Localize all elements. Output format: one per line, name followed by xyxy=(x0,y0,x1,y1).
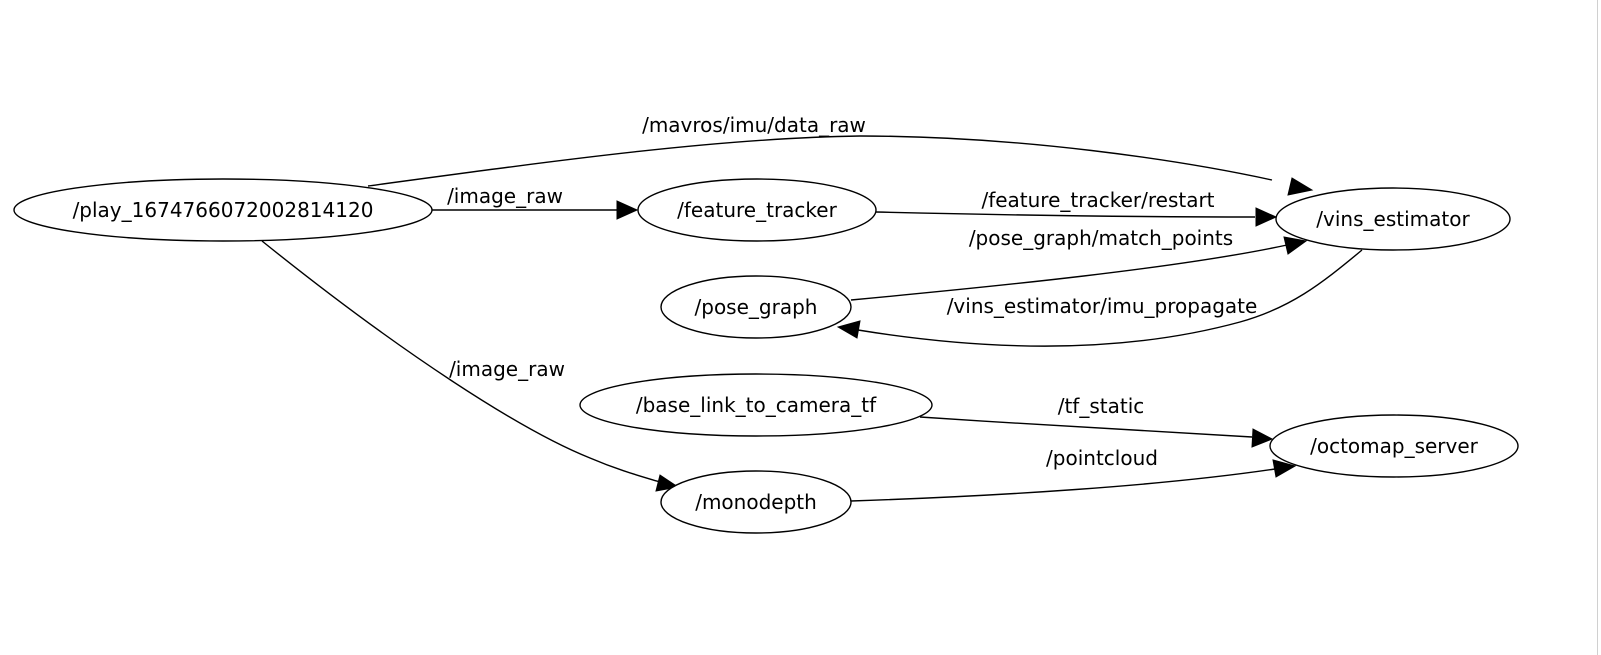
edge-label: /tf_static xyxy=(1058,394,1145,418)
node-monodepth[interactable]: /monodepth xyxy=(660,470,852,534)
edge-path xyxy=(857,249,1363,347)
node-label: /vins_estimator xyxy=(1316,207,1470,231)
edge-path xyxy=(850,244,1288,301)
edge-path xyxy=(261,240,661,483)
edge-pose-graph-to-vins-estimator[interactable]: /pose_graph/match_points xyxy=(850,226,1308,301)
arrowhead xyxy=(616,200,639,220)
edge-label: /vins_estimator/imu_propagate xyxy=(947,294,1258,318)
edge-label: /image_raw xyxy=(447,184,563,208)
edge-path xyxy=(875,211,1256,218)
edge-vins-estimator-to-pose-graph[interactable]: /vins_estimator/imu_propagate xyxy=(836,249,1363,347)
edge-play-to-feature-tracker[interactable]: /image_raw xyxy=(432,184,639,220)
node-label: /monodepth xyxy=(695,490,817,514)
edge-label: /mavros/imu/data_raw xyxy=(642,113,866,137)
node-ellipse xyxy=(13,178,433,242)
node-label: /pose_graph xyxy=(695,295,818,319)
node-ellipse xyxy=(579,373,933,437)
node-ellipse xyxy=(1269,414,1519,478)
edge-path xyxy=(850,468,1276,502)
node-ellipse xyxy=(1275,187,1511,251)
arrowhead xyxy=(836,320,861,339)
node-vins-estimator[interactable]: /vins_estimator xyxy=(1275,187,1511,251)
arrowhead xyxy=(1272,459,1297,478)
node-octomap-server[interactable]: /octomap_server xyxy=(1269,414,1519,478)
arrowhead xyxy=(1251,428,1274,448)
edge-label: /feature_tracker/restart xyxy=(981,188,1214,212)
node-label: /octomap_server xyxy=(1310,434,1479,458)
edge-play-to-monodepth[interactable]: /image_raw xyxy=(261,240,680,492)
node-play[interactable]: /play_1674766072002814120 xyxy=(13,178,433,242)
arrowhead xyxy=(1283,236,1308,255)
edge-monodepth-to-octomap-server[interactable]: /pointcloud xyxy=(850,446,1297,502)
node-label: /base_link_to_camera_tf xyxy=(636,393,877,417)
edge-play-to-vins-estimator[interactable]: /mavros/imu/data_raw xyxy=(367,113,1314,196)
node-ellipse xyxy=(660,470,852,534)
edge-path xyxy=(367,135,1273,187)
arrowhead xyxy=(1287,177,1314,196)
edge-feature-tracker-to-vins-estimator[interactable]: /feature_tracker/restart xyxy=(875,188,1278,227)
edge-label: /pointcloud xyxy=(1046,446,1158,470)
node-ellipse xyxy=(660,275,852,339)
node-base-link-to-camera-tf[interactable]: /base_link_to_camera_tf xyxy=(579,373,933,437)
node-pose-graph[interactable]: /pose_graph xyxy=(660,275,852,339)
node-label: /play_1674766072002814120 xyxy=(73,198,374,222)
node-label: /feature_tracker xyxy=(677,198,837,222)
edge-label: /pose_graph/match_points xyxy=(969,226,1233,250)
edge-path xyxy=(919,416,1253,438)
node-ellipse xyxy=(637,178,877,242)
node-feature-tracker[interactable]: /feature_tracker xyxy=(637,178,877,242)
arrowhead xyxy=(1255,207,1278,227)
edge-label: /image_raw xyxy=(449,357,565,381)
edge-base-link-to-octomap-server[interactable]: /tf_static xyxy=(919,394,1274,448)
window-edge-divider xyxy=(1597,0,1598,655)
